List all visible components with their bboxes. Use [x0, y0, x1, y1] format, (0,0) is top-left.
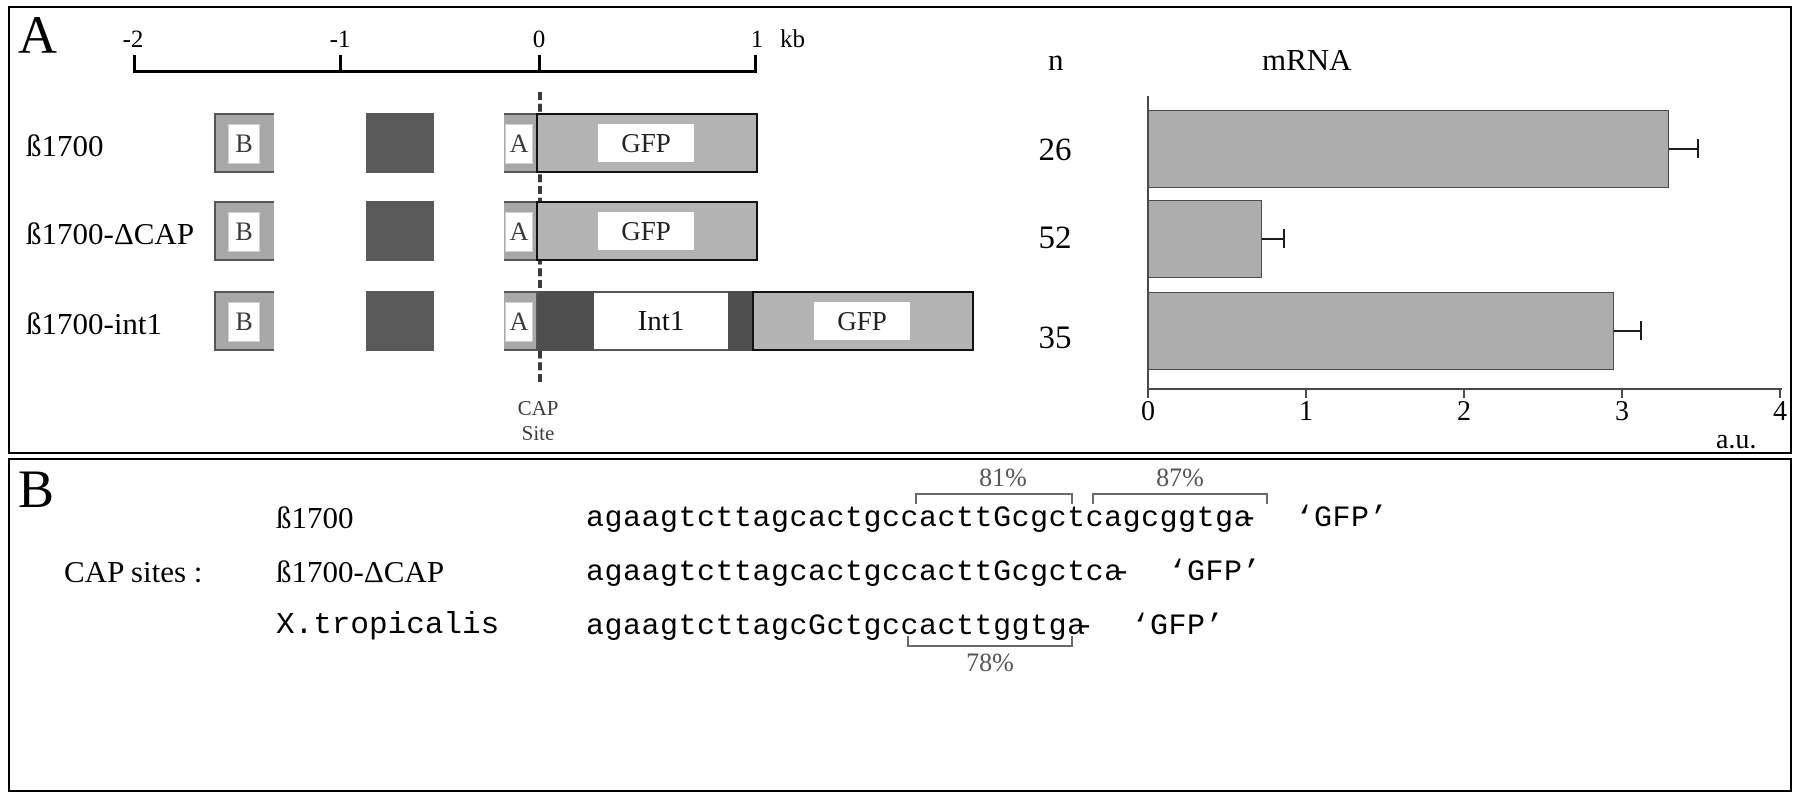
chart-title: mRNA — [1262, 42, 1352, 77]
construct-2-intron-right-dark — [728, 291, 754, 351]
scale-tick-label-1: -1 — [329, 26, 351, 53]
scale-tick-mark-2 — [538, 55, 541, 73]
cap-site-caption: CAP Site — [478, 396, 598, 446]
scale-unit-label: kb — [780, 26, 805, 53]
identity-pct-87: 87% — [1156, 463, 1204, 492]
construct-0-dark-block — [366, 113, 434, 173]
cap-site-caption-line2: Site — [521, 420, 555, 445]
scale-tick-mark-0 — [133, 55, 136, 73]
construct-0-box-b: B — [228, 124, 260, 164]
chart-bar-2 — [1148, 292, 1614, 370]
sequence-row-suffix-0: - ‘GFP’ — [1240, 502, 1389, 536]
construct-2-white-block-2 — [434, 291, 504, 351]
panel-a-letter: A — [18, 5, 57, 65]
chart-n-value-1: 52 — [1038, 220, 1072, 256]
sequence-row-name-2: X.tropicalis — [276, 608, 500, 643]
construct-label-1: ß1700-ΔCAP — [26, 216, 195, 251]
construct-label-0: ß1700 — [26, 128, 104, 163]
chart-xtick-label-3: 3 — [1615, 396, 1629, 427]
sequence-row-text-0: agaagtcttagcactgccacttGcgctcagcggtga — [586, 502, 1253, 536]
scale-axis-line — [133, 70, 757, 73]
identity-bracket-87 — [1092, 493, 1268, 504]
chart-n-header: n — [1048, 42, 1064, 77]
construct-1-white-block-2 — [434, 201, 504, 261]
construct-diagram-0: B A GFP — [214, 113, 758, 173]
construct-0-gfp-region — [536, 113, 758, 173]
cap-site-caption-line1: CAP — [517, 396, 559, 420]
construct-1-box-a: A — [505, 212, 533, 252]
sequence-row-name-1: ß1700-ΔCAP — [276, 554, 445, 589]
panel-b-letter: B — [18, 459, 55, 519]
panel-a-frame — [8, 6, 1792, 454]
construct-diagram-1: B A GFP — [214, 201, 758, 261]
chart-n-value-0: 26 — [1038, 132, 1072, 168]
chart-bar-0 — [1148, 110, 1669, 188]
sequence-row-text-2: agaagtcttagcGctgccacttggtga — [586, 610, 1086, 644]
chart-xtick-1 — [1305, 388, 1307, 398]
identity-pct-81: 81% — [979, 463, 1027, 492]
sequence-row-text-1: agaagtcttagcactgccacttGcgctca — [586, 556, 1123, 590]
construct-diagram-2: B A Int1 GFP — [214, 291, 974, 351]
identity-pct-78: 78% — [966, 648, 1014, 677]
construct-0-white-block-1 — [274, 113, 366, 173]
chart-x-axis-label: a.u. — [1716, 424, 1757, 455]
chart-xtick-3 — [1621, 388, 1623, 398]
construct-0-white-block-2 — [434, 113, 504, 173]
construct-2-gfp-label: GFP — [814, 302, 910, 340]
construct-0-gfp-label: GFP — [598, 124, 694, 162]
chart-xtick-label-1: 1 — [1299, 396, 1313, 427]
scale-tick-label-3: 1 — [750, 26, 764, 53]
construct-2-intron-left-dark — [538, 291, 594, 351]
construct-2-intron-label: Int1 — [637, 304, 685, 337]
sequence-row-suffix-1: - ‘GFP’ — [1113, 556, 1262, 590]
construct-1-box-b: B — [228, 212, 260, 252]
chart-n-value-2: 35 — [1038, 320, 1072, 356]
construct-2-box-b: B — [228, 302, 260, 342]
construct-2-white-block-1 — [274, 291, 366, 351]
chart-xtick-label-4: 4 — [1773, 396, 1787, 427]
chart-xtick-label-0: 0 — [1141, 396, 1155, 427]
construct-0-box-a: A — [505, 124, 533, 164]
construct-2-dark-block — [366, 291, 434, 351]
sequence-row-suffix-2: - ‘GFP’ — [1076, 610, 1225, 644]
construct-1-dark-block — [366, 201, 434, 261]
construct-1-white-block-1 — [274, 201, 366, 261]
identity-bracket-78 — [907, 636, 1073, 647]
cap-sites-section-label: CAP sites : — [64, 554, 203, 589]
chart-xtick-label-2: 2 — [1457, 396, 1471, 427]
scale-tick-mark-1 — [339, 55, 342, 73]
chart-bar-1 — [1148, 200, 1262, 278]
chart-xtick-4 — [1779, 388, 1781, 398]
construct-1-gfp-label: GFP — [598, 212, 694, 250]
scale-tick-label-2: 0 — [532, 26, 546, 53]
construct-2-box-a: A — [505, 302, 533, 342]
scale-tick-label-0: -2 — [122, 26, 144, 53]
panel-b-frame — [8, 458, 1792, 792]
scale-tick-mark-3 — [754, 55, 757, 73]
chart-xtick-2 — [1463, 388, 1465, 398]
identity-bracket-81 — [915, 493, 1073, 504]
chart-xtick-0 — [1147, 388, 1149, 398]
construct-label-2: ß1700-int1 — [26, 306, 163, 341]
sequence-row-name-0: ß1700 — [276, 500, 354, 535]
